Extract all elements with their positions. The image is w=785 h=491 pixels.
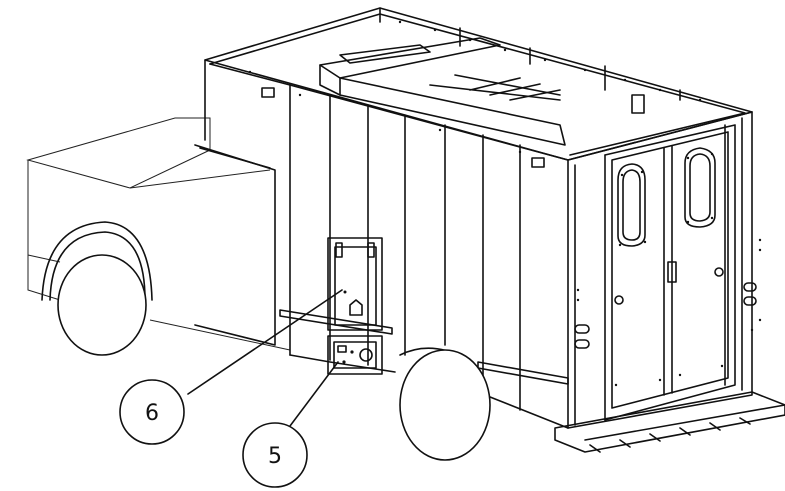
callout-5-label: 5: [268, 444, 282, 469]
callout-5: 5: [242, 422, 308, 488]
electrical-panel: [327, 335, 383, 375]
module-roof: [204, 7, 753, 168]
module-side-wall: [204, 59, 569, 429]
callout-6-label: 6: [145, 401, 159, 426]
rear-wheel: [399, 349, 491, 461]
roof-rivets: [248, 20, 702, 154]
cab-door: [194, 144, 276, 346]
cab-outline: [26, 117, 291, 351]
compartment-door: [327, 237, 383, 331]
front-wheel: [41, 221, 153, 356]
callout-6: 6: [119, 379, 185, 445]
module-rear-wall: [567, 111, 762, 429]
callout-leaders: [187, 289, 343, 435]
rear-step: [554, 391, 785, 453]
